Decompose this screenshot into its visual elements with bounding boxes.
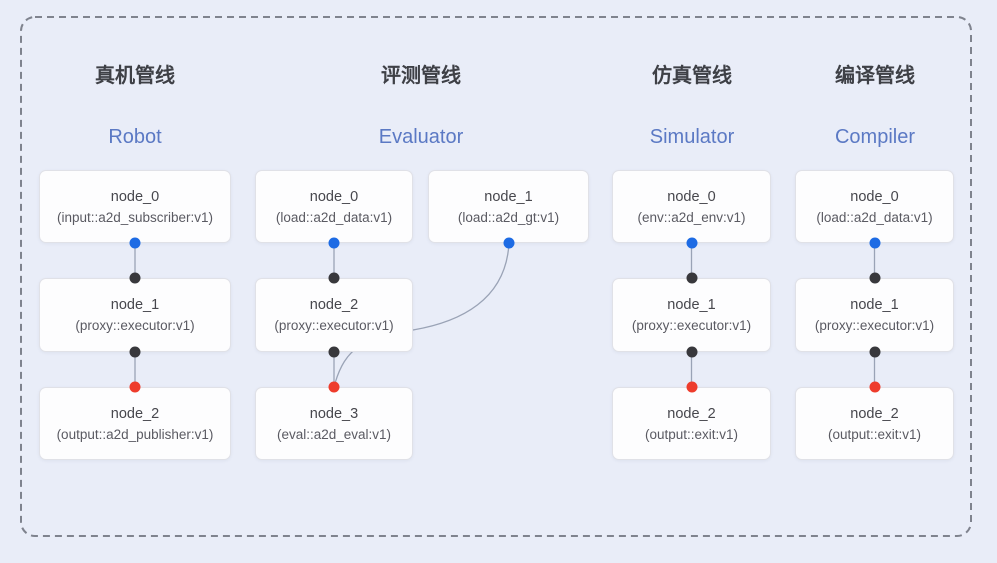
source-port-dot <box>869 237 880 249</box>
proxy-port-dot <box>129 346 141 358</box>
node-type: (load::a2d_data:v1) <box>275 209 393 225</box>
pipeline-title-zh-simulator: 仿真管线 <box>652 65 732 87</box>
proxy-port-dot <box>869 346 880 358</box>
source-port-dot <box>503 237 515 249</box>
pipeline-title-zh-robot: 真机管线 <box>95 65 175 87</box>
proxy-port-dot <box>328 272 340 284</box>
node-name: node_1 <box>484 188 533 205</box>
node-box-evaluator-1: node_1 (load::a2d_gt:v1) <box>428 170 589 243</box>
source-port-dot <box>328 237 340 249</box>
pipeline-title-en-simulator: Simulator <box>649 126 735 148</box>
sink-port-dot <box>686 381 697 393</box>
proxy-port-dot <box>686 272 697 284</box>
node-name: node_2 <box>850 405 899 422</box>
sink-port-dot <box>869 381 880 393</box>
node-type: (proxy::executor:v1) <box>274 318 394 333</box>
node-name: node_2 <box>309 297 359 313</box>
source-port-dot <box>686 237 697 249</box>
node-box-simulator-2: node_2 (output::exit:v1) <box>612 387 771 460</box>
node-type: (proxy::executor:v1) <box>75 318 195 333</box>
node-type: (env::a2d_env:v1) <box>637 209 746 225</box>
node-type: (proxy::executor:v1) <box>814 318 935 333</box>
node-box-robot-1: node_1 (proxy::executor:v1) <box>39 278 231 352</box>
node-name: node_0 <box>667 188 716 205</box>
node-box-robot-0: node_0 (input::a2d_subscriber:v1) <box>39 170 231 243</box>
node-box-compiler-1: node_1 (proxy::executor:v1) <box>795 278 954 352</box>
wire-evaluator-1-3-curve <box>333 242 510 388</box>
node-type: (load::a2d_data:v1) <box>816 209 933 225</box>
node-name: node_1 <box>850 297 899 313</box>
node-name: node_1 <box>110 297 160 313</box>
node-box-compiler-2: node_2 (output::exit:v1) <box>795 387 954 460</box>
dashed-frame <box>20 16 972 537</box>
node-name: node_2 <box>667 405 716 422</box>
sink-port-dot <box>328 381 340 393</box>
proxy-port-dot <box>686 346 697 358</box>
pipeline-title-en-robot: Robot <box>108 126 162 148</box>
node-box-robot-2: node_2 (output::a2d_publisher:v1) <box>39 387 231 460</box>
node-name: node_0 <box>110 188 160 205</box>
node-box-simulator-0: node_0 (env::a2d_env:v1) <box>612 170 771 243</box>
proxy-port-dot <box>869 272 880 284</box>
node-type: (eval::a2d_eval:v1) <box>276 426 392 442</box>
sink-port-dot <box>129 381 141 393</box>
pipeline-title-en-evaluator: Evaluator <box>378 126 464 148</box>
node-box-compiler-0: node_0 (load::a2d_data:v1) <box>795 170 954 243</box>
node-box-evaluator-3: node_3 (eval::a2d_eval:v1) <box>255 387 413 460</box>
node-name: node_3 <box>309 405 359 422</box>
node-box-simulator-1: node_1 (proxy::executor:v1) <box>612 278 771 352</box>
node-type: (input::a2d_subscriber:v1) <box>56 209 214 225</box>
node-name: node_1 <box>667 297 716 313</box>
node-name: node_0 <box>309 188 359 205</box>
node-name: node_2 <box>110 405 160 422</box>
node-type: (proxy::executor:v1) <box>631 318 752 333</box>
node-type: (output::a2d_publisher:v1) <box>56 426 214 442</box>
node-box-evaluator-0: node_0 (load::a2d_data:v1) <box>255 170 413 243</box>
node-type: (load::a2d_gt:v1) <box>457 209 560 225</box>
pipeline-title-zh-evaluator: 评测管线 <box>381 65 461 87</box>
pipeline-title-en-compiler: Compiler <box>834 126 916 148</box>
source-port-dot <box>129 237 141 249</box>
proxy-port-dot <box>129 272 141 284</box>
node-type: (output::exit:v1) <box>827 426 922 442</box>
node-type: (output::exit:v1) <box>644 426 739 442</box>
pipeline-title-zh-compiler: 编译管线 <box>835 65 915 87</box>
node-box-evaluator-2: node_2 (proxy::executor:v1) <box>255 278 413 352</box>
node-name: node_0 <box>850 188 899 205</box>
proxy-port-dot <box>328 346 340 358</box>
